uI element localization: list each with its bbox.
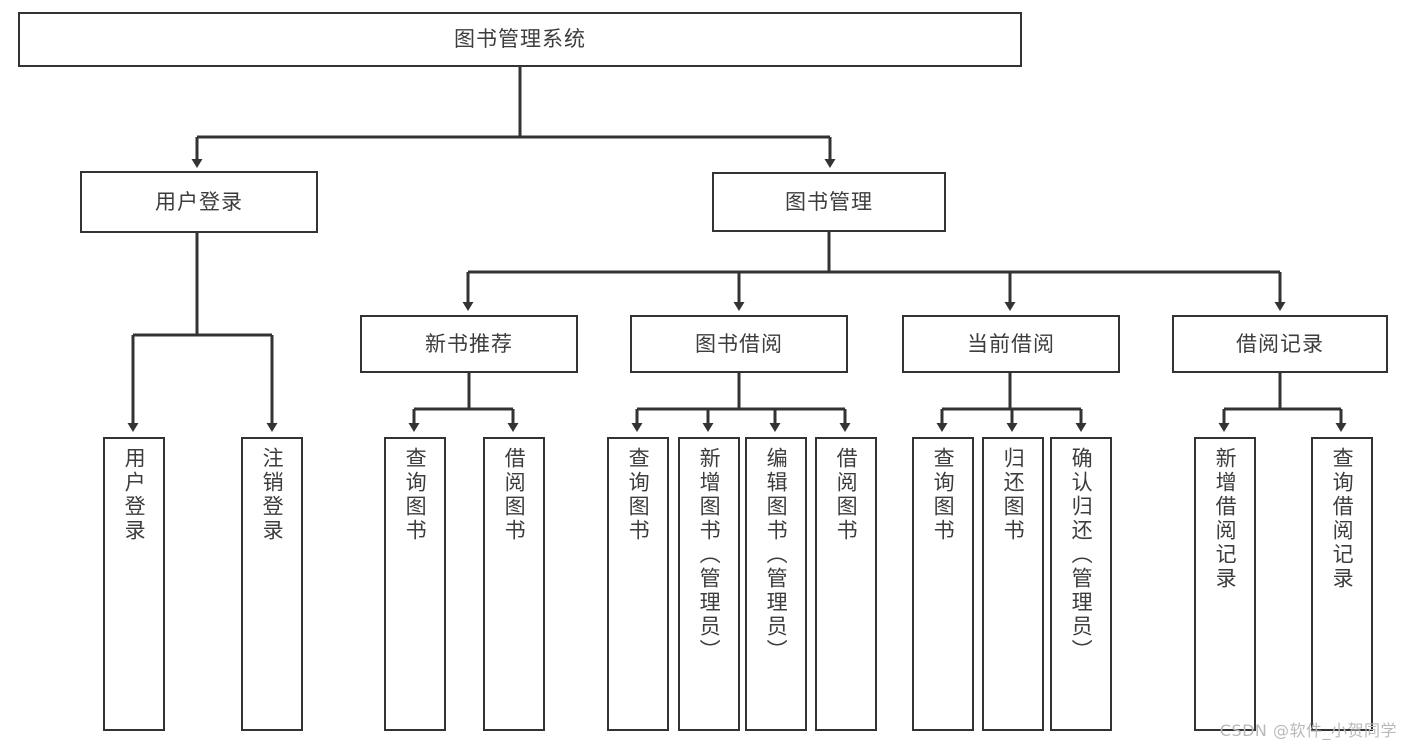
node-label: 图书借阅 [695,331,783,356]
node-label: 查询图书 [931,447,956,543]
node-label: 确认归还（管理员） [1069,447,1094,663]
leaf-borrow-record-add-record[interactable]: 新增借阅记录 [1194,437,1256,731]
node-label: 借阅记录 [1236,331,1324,356]
node-label: 归还图书 [1001,447,1026,543]
leaf-new-book-borrow-book[interactable]: 借阅图书 [483,437,545,731]
node-root-book-management-system[interactable]: 图书管理系统 [18,12,1022,67]
node-label: 查询图书 [403,447,428,543]
node-label: 借阅图书 [834,447,859,543]
leaf-current-borrow-query-book[interactable]: 查询图书 [912,437,974,731]
leaf-borrow-record-query-record[interactable]: 查询借阅记录 [1311,437,1373,731]
leaf-book-borrow-add-book-admin[interactable]: 新增图书（管理员） [678,437,740,731]
node-label: 编辑图书（管理员） [764,447,789,663]
node-new-book-recommend[interactable]: 新书推荐 [360,315,578,373]
node-label: 新书推荐 [425,331,513,356]
node-book-borrow[interactable]: 图书借阅 [630,315,848,373]
node-label: 当前借阅 [967,331,1055,356]
node-label: 借阅图书 [502,447,527,543]
leaf-book-borrow-edit-book-admin[interactable]: 编辑图书（管理员） [745,437,807,731]
node-label: 新增借阅记录 [1213,447,1238,591]
node-label: 注销登录 [260,447,285,543]
leaf-current-borrow-confirm-return-admin[interactable]: 确认归还（管理员） [1050,437,1112,731]
node-label: 用户登录 [122,447,147,543]
node-label: 图书管理 [785,189,873,214]
node-label: 查询图书 [626,447,651,543]
node-label: 图书管理系统 [454,27,586,52]
leaf-book-borrow-borrow-book[interactable]: 借阅图书 [815,437,877,731]
node-current-borrow[interactable]: 当前借阅 [902,315,1120,373]
leaf-current-borrow-return-book[interactable]: 归还图书 [982,437,1044,731]
node-user-login[interactable]: 用户登录 [80,171,318,233]
leaf-new-book-query-book[interactable]: 查询图书 [384,437,446,731]
node-label: 查询借阅记录 [1330,447,1355,591]
node-label: 用户登录 [155,189,243,214]
node-borrow-record[interactable]: 借阅记录 [1172,315,1388,373]
leaf-book-borrow-query-book[interactable]: 查询图书 [607,437,669,731]
leaf-user-login-login[interactable]: 用户登录 [103,437,165,731]
node-label: 新增图书（管理员） [697,447,722,663]
node-book-management[interactable]: 图书管理 [712,172,946,232]
leaf-user-login-logout[interactable]: 注销登录 [241,437,303,731]
